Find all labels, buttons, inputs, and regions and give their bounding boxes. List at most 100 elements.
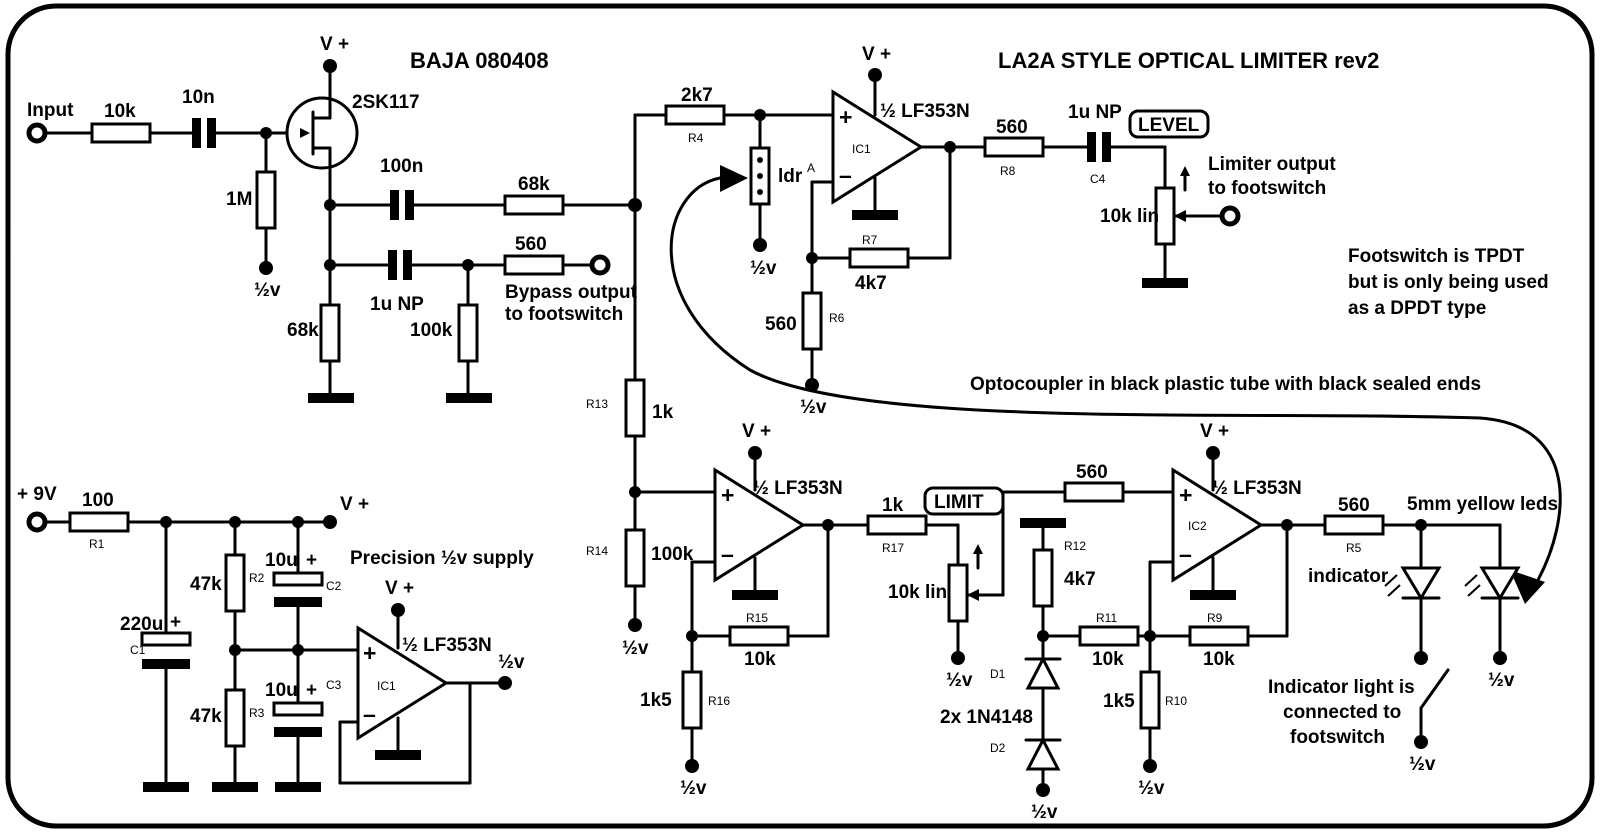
optocoupler-link (669, 176, 1562, 582)
svg-text:+: + (839, 104, 852, 130)
svg-text:V +: V + (742, 421, 771, 442)
diode-d1 (1025, 655, 1061, 690)
resistor-10k-input (90, 122, 152, 144)
svg-text:100k: 100k (410, 320, 453, 341)
svg-text:220u: 220u (120, 614, 163, 635)
level-label: LEVEL (1138, 115, 1200, 136)
svg-text:2SK117: 2SK117 (352, 92, 420, 113)
svg-text:–: – (721, 541, 734, 567)
capacitor-100n-plate-b (405, 190, 414, 220)
opamp-ic1 (831, 89, 924, 205)
resistor-r12-4k7 (1032, 548, 1054, 608)
resistor-r1-100 (68, 511, 130, 533)
svg-text:indicator: indicator (1308, 566, 1389, 587)
resistor-1m-bias (255, 170, 277, 230)
svg-text:R14: R14 (586, 544, 608, 558)
svg-text:IC1: IC1 (852, 142, 871, 156)
opamp-ic1b (713, 467, 806, 583)
svg-text:+: + (363, 640, 376, 666)
svg-text:10u: 10u (265, 680, 298, 701)
resistor-r6-560 (801, 291, 823, 351)
svg-text:½ LF353N: ½ LF353N (1212, 478, 1302, 499)
ground-half-supply (375, 750, 421, 760)
svg-text:IC1: IC1 (377, 679, 396, 693)
svg-text:–: – (1179, 541, 1192, 567)
svg-text:+ 9V: + 9V (17, 484, 57, 505)
capacitor-c2-plate-pos (272, 571, 324, 587)
pot-limit-10k[interactable] (947, 563, 969, 623)
svg-text:C4: C4 (1090, 172, 1106, 186)
resistor-r16-1k5 (681, 670, 703, 730)
resistor-100k-pulldown (457, 303, 479, 363)
capacitor-c4-plate-a (1087, 132, 1096, 162)
svg-text:R17: R17 (882, 541, 904, 555)
svg-text:R5: R5 (1346, 541, 1362, 555)
svg-text:connected to: connected to (1283, 702, 1401, 723)
svg-text:½v: ½v (1488, 670, 1515, 691)
svg-text:10k: 10k (1203, 649, 1235, 670)
svg-text:R2: R2 (249, 571, 265, 585)
svg-text:Indicator light is: Indicator light is (1268, 677, 1415, 698)
svg-text:as a DPDT type: as a DPDT type (1348, 298, 1486, 319)
svg-text:560: 560 (515, 234, 547, 255)
svg-text:footswitch: footswitch (1290, 727, 1385, 748)
svg-text:Bypass output: Bypass output (505, 282, 638, 303)
level-box (1128, 109, 1210, 139)
title-left: BAJA 080408 (410, 48, 549, 73)
resistor-r13-1k (624, 378, 646, 438)
bypass-output-jack (589, 254, 611, 276)
svg-text:C2: C2 (326, 579, 342, 593)
ground-c1 (143, 782, 189, 792)
svg-text:½v: ½v (622, 638, 649, 659)
svg-text:Footswitch is TPDT: Footswitch is TPDT (1348, 246, 1525, 267)
power-jack-9v (26, 511, 48, 533)
svg-text:R1: R1 (89, 537, 105, 551)
opto-arrow-head (720, 165, 748, 192)
resistor-r7-4k7 (848, 247, 910, 269)
svg-text:R11: R11 (1096, 611, 1117, 625)
led-opto (1479, 566, 1521, 601)
ground-level (1142, 278, 1188, 288)
svg-text:1u NP: 1u NP (370, 294, 424, 315)
sidechain-stage: R13 1k R14 100k ½v + – ½ LF353N V + R15 … (586, 378, 1067, 799)
resistor-r14-100k (624, 528, 646, 588)
svg-text:R13: R13 (586, 397, 608, 411)
svg-text:Precision ½v supply: Precision ½v supply (350, 548, 534, 569)
diode-d2 (1025, 736, 1061, 771)
svg-text:IC2: IC2 (1188, 519, 1207, 533)
svg-text:to footswitch: to footswitch (1208, 178, 1326, 199)
svg-text:R9: R9 (1207, 611, 1223, 625)
ic2-stage: 560 + – IC2 ½ LF353N V + R12 4k7 R11 10k… (940, 421, 1558, 823)
svg-text:Limiter output: Limiter output (1208, 154, 1336, 175)
capacitor-c3-plate-neg (274, 727, 322, 737)
limiter-output-jack (1219, 205, 1241, 227)
svg-text:D2: D2 (990, 741, 1006, 755)
svg-text:C1: C1 (130, 643, 146, 657)
resistor-r5-560 (1323, 514, 1385, 536)
svg-text:½v: ½v (800, 397, 827, 418)
input-stage: Input 10k 10n 1M ½v 2SK117 V + (26, 34, 638, 403)
svg-text:½v: ½v (680, 778, 707, 799)
resistor-r10-1k5 (1139, 670, 1161, 730)
svg-text:R6: R6 (829, 311, 845, 325)
svg-text:but is only being used: but is only being used (1348, 272, 1549, 293)
svg-text:R7: R7 (862, 233, 878, 247)
svg-text:R8: R8 (1000, 164, 1016, 178)
svg-text:10k lin: 10k lin (1100, 206, 1159, 227)
svg-text:1k5: 1k5 (640, 690, 672, 711)
resistor-560-ic2-input (1063, 481, 1125, 503)
led-indicator (1400, 566, 1442, 601)
svg-text:½v: ½v (946, 670, 973, 691)
input-jack (26, 122, 48, 144)
resistor-r15-10k (728, 625, 790, 647)
capacitor-c1-plate-pos (140, 631, 192, 647)
svg-text:½v: ½v (498, 652, 525, 673)
svg-text:R10: R10 (1165, 694, 1187, 708)
svg-text:Optocoupler in black plastic t: Optocoupler in black plastic tube with b… (970, 374, 1481, 395)
resistor-r4-2k7 (664, 104, 726, 126)
resistor-r3-47k (224, 688, 246, 748)
svg-text:+: + (721, 482, 734, 508)
svg-text:2x 1N4148: 2x 1N4148 (940, 707, 1033, 728)
